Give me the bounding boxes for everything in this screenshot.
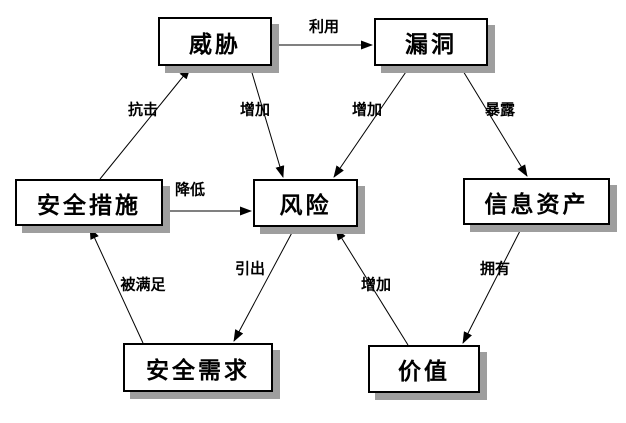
edge-label-expose: 暴露 xyxy=(484,100,516,119)
edge-label-increase-vulnerability: 增加 xyxy=(351,100,383,119)
edge-arrow-increase-threat xyxy=(249,65,285,178)
edge-arrow-increase-value xyxy=(335,228,409,346)
edge-label-increase-value: 增加 xyxy=(360,275,392,294)
node-vulnerability: 漏洞 xyxy=(374,18,488,66)
edge-label-satisfied-by: 被满足 xyxy=(120,275,166,294)
edge-label-increase-threat: 增加 xyxy=(239,100,271,119)
edge-label-derives: 引出 xyxy=(234,259,266,278)
node-security-requirements: 安全需求 xyxy=(123,343,273,392)
edge-label-owns: 拥有 xyxy=(479,259,511,278)
edge-label-reduce: 降低 xyxy=(174,180,206,199)
node-value: 价值 xyxy=(368,345,480,393)
edge-arrow-owns xyxy=(462,224,524,344)
edge-arrow-resist xyxy=(99,67,191,180)
edge-arrow-derives xyxy=(233,226,296,342)
node-information-assets: 信息资产 xyxy=(463,178,610,225)
edge-label-resist: 抗击 xyxy=(127,100,159,119)
edge-arrow-increase-vuln xyxy=(333,65,411,178)
edge-label-exploit: 利用 xyxy=(308,17,340,36)
node-threat: 威胁 xyxy=(158,17,272,66)
node-risk: 风险 xyxy=(253,179,358,227)
edge-arrow-expose xyxy=(459,65,528,177)
node-security-measures: 安全措施 xyxy=(15,179,163,226)
edge-arrow-satisfied-by xyxy=(89,227,144,344)
